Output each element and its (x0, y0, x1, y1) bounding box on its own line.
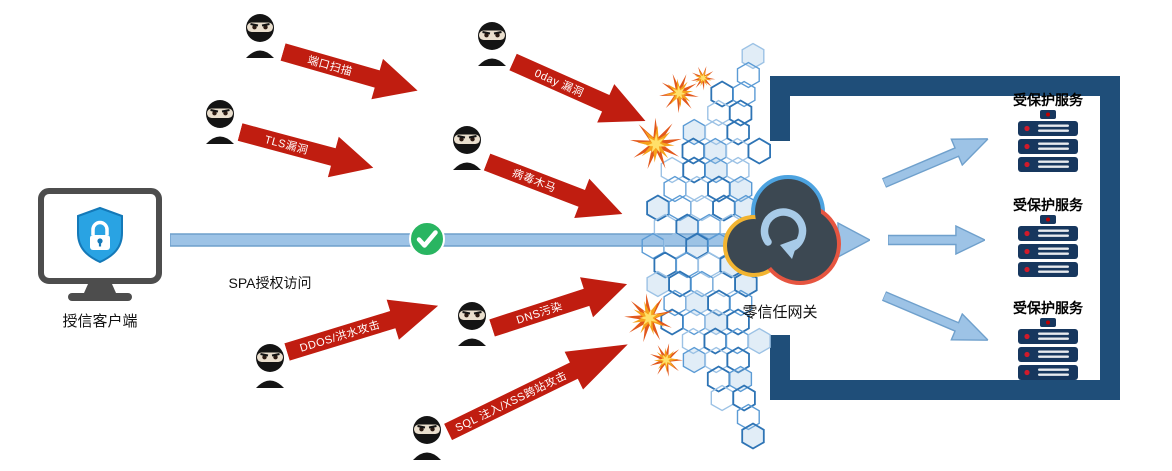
attack-label: 0day 漏洞 (532, 67, 586, 100)
shield-lock-icon (77, 206, 123, 264)
explosion-icon (649, 343, 683, 377)
bracket-bottom-bar (770, 380, 1120, 400)
server-icon (1018, 110, 1078, 172)
hacker-ninja (250, 342, 290, 388)
attack-arrow-ddos: DDOS/洪水攻击 (281, 285, 445, 373)
gateway-label: 零信任网关 (742, 304, 818, 321)
service-label: 受保护服务 (1013, 92, 1083, 108)
zero-trust-gateway-logo (723, 175, 841, 285)
hacker-icon (246, 14, 274, 58)
bracket-left-bottom-flange (770, 335, 790, 400)
hacker-icon (256, 344, 284, 388)
attack-label: 病毒木马 (510, 167, 558, 195)
server-icon (1018, 318, 1078, 380)
hacker-icon (453, 126, 481, 170)
service-arrow-top (878, 125, 994, 197)
hacker-ninja (452, 300, 492, 346)
bracket-left-top-flange (770, 76, 790, 141)
attack-arrow-sql-xss: SQL 注入/XSS跨站攻击 (438, 325, 637, 452)
service-arrow-bottom (878, 282, 994, 354)
hacker-ninja (240, 12, 280, 58)
client-label: 授信客户端 (62, 313, 138, 330)
spa-access-label: SPA授权访问 (228, 275, 312, 291)
bracket-right-bar (1100, 76, 1120, 400)
explosion-icon (659, 73, 699, 114)
attack-arrow-tls-vuln: TLS漏洞 (234, 111, 379, 189)
attack-arrow-port-scan: 端口扫描 (277, 31, 424, 112)
red-arrow-shape (509, 53, 646, 123)
hacker-icon (478, 22, 506, 66)
attack-label: TLS漏洞 (263, 133, 310, 158)
attack-label: 端口扫描 (306, 54, 354, 79)
trusted-client-icon (38, 188, 162, 301)
red-arrow-shape (489, 277, 628, 337)
hacker-ninja (472, 20, 512, 66)
red-arrow-shape (284, 299, 439, 361)
attack-arrow-virus-trojan: 病毒木马 (479, 141, 630, 234)
explosion-icon (691, 66, 716, 91)
monitor-base (68, 293, 132, 301)
red-arrow-shape (237, 123, 374, 178)
hacker-ninja (200, 98, 240, 144)
attack-label: DNS污染 (515, 300, 565, 327)
server-icon (1018, 215, 1078, 277)
monitor-stand (84, 284, 116, 293)
hacker-icon (413, 416, 441, 460)
service-arrow-middle (888, 225, 985, 255)
attack-label: DDOS/洪水攻击 (298, 318, 382, 355)
red-arrow-shape (444, 344, 628, 441)
verified-check-icon (409, 221, 445, 257)
hacker-ninja (407, 414, 447, 460)
service-label: 受保护服务 (1013, 300, 1083, 316)
red-arrow-shape (483, 153, 623, 218)
attack-arrow-dns-pollution: DNS污染 (485, 263, 634, 349)
hacker-icon (458, 302, 486, 346)
hacker-ninja (447, 124, 487, 170)
service-label: 受保护服务 (1013, 197, 1083, 213)
attack-arrow-0day: 0day 漏洞 (504, 42, 654, 141)
hacker-icon (206, 100, 234, 144)
attack-label: SQL 注入/XSS跨站攻击 (453, 369, 570, 435)
red-arrow-shape (280, 43, 418, 100)
